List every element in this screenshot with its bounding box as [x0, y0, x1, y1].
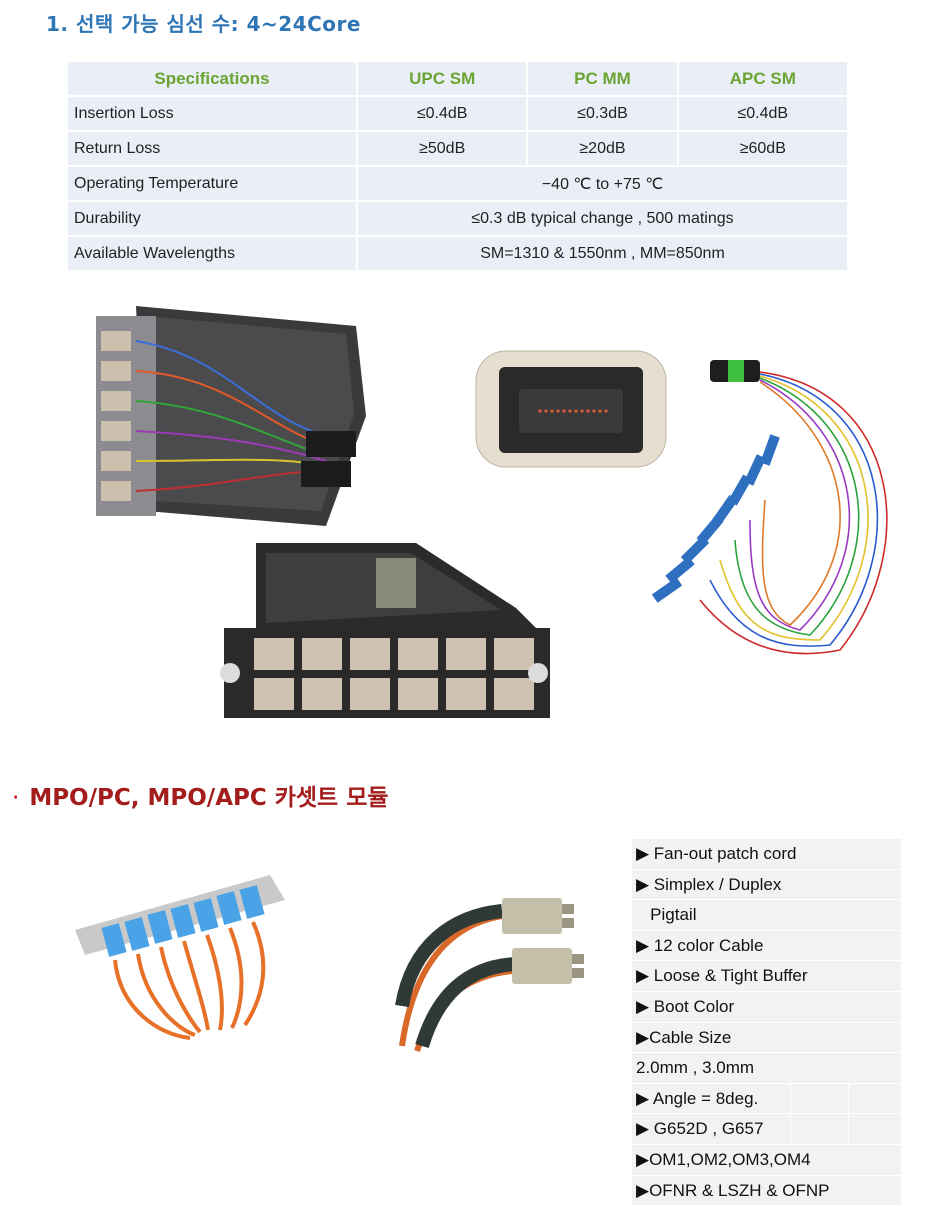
list-item: ▶Cable Size: [632, 1022, 901, 1054]
list-item: ▶ G652D , G657: [632, 1114, 901, 1145]
header-upc-sm: UPC SM: [355, 60, 529, 97]
list-item: ▶ Loose & Tight Buffer: [632, 961, 901, 992]
section-heading-mpo-cassette: · MPO/PC, MPO/APC 카셋트 모듈: [12, 778, 389, 812]
cassette-module-photo: [96, 306, 366, 526]
table-row: Durability ≤0.3 dB typical change , 500 …: [66, 200, 849, 237]
cell-pc-mm: ≥20dB: [526, 130, 679, 167]
fanout-pigtail-photo: [651, 360, 888, 655]
row-label: Return Loss: [66, 130, 358, 167]
cell-upc-sm: ≤0.4dB: [355, 95, 529, 132]
row-label: Insertion Loss: [66, 95, 358, 132]
header-specifications: Specifications: [66, 60, 358, 97]
table-row: Return Loss ≥50dB ≥20dB ≥60dB: [66, 130, 850, 167]
row-label: Available Wavelengths: [66, 235, 358, 272]
list-item: ▶ Fan-out patch cord: [632, 839, 901, 870]
cell-merged-value: −40 ℃ to +75 ℃: [356, 165, 849, 202]
header-pc-mm: PC MM: [526, 60, 679, 97]
cell-pc-mm: ≤0.3dB: [526, 95, 679, 132]
cell-merged-value: ≤0.3 dB typical change , 500 matings: [356, 200, 849, 237]
list-item: ▶ Boot Color: [632, 991, 901, 1023]
table-row: Insertion Loss ≤0.4dB ≤0.3dB ≤0.4dB: [66, 95, 850, 132]
row-label: Operating Temperature: [66, 165, 358, 202]
cell-apc-sm: ≤0.4dB: [676, 95, 850, 132]
cassette-front-panel-photo: [220, 543, 550, 718]
list-item: ▶OM1,OM2,OM3,OM4: [632, 1144, 901, 1176]
section-heading-core-count: 1. 선택 가능 심선 수: 4~24Core: [46, 12, 361, 36]
mpo-endface-photo: [475, 350, 667, 468]
feature-list: ▶ Fan-out patch cord ▶ Simplex / Duplex …: [632, 839, 901, 1206]
list-item: ▶ Simplex / Duplex: [632, 869, 901, 901]
list-item: Pigtail: [632, 900, 901, 931]
cell-upc-sm: ≥50dB: [355, 130, 529, 167]
header-apc-sm: APC SM: [676, 60, 850, 97]
table-row: Available Wavelengths SM=1310 & 1550nm ,…: [66, 235, 849, 272]
list-item: ▶ 12 color Cable: [632, 930, 901, 962]
list-item: ▶ Angle = 8deg.: [632, 1083, 901, 1115]
list-item: 2.0mm , 3.0mm: [632, 1053, 901, 1084]
table-header-row: Specifications UPC SM PC MM APC SM: [66, 60, 850, 97]
lc-duplex-connector-photo: [395, 898, 584, 1052]
specifications-table: Specifications UPC SM PC MM APC SM Inser…: [66, 60, 850, 272]
list-item: ▶OFNR & LSZH & OFNP: [632, 1175, 901, 1206]
heading-bullet: ·: [12, 785, 20, 811]
sc-adapter-fanout-photo: [75, 875, 285, 1040]
heading-text: MPO/PC, MPO/APC 카셋트 모듈: [29, 785, 389, 811]
table-row: Operating Temperature −40 ℃ to +75 ℃: [66, 165, 849, 202]
cell-merged-value: SM=1310 & 1550nm , MM=850nm: [356, 235, 849, 272]
row-label: Durability: [66, 200, 358, 237]
cell-apc-sm: ≥60dB: [676, 130, 850, 167]
